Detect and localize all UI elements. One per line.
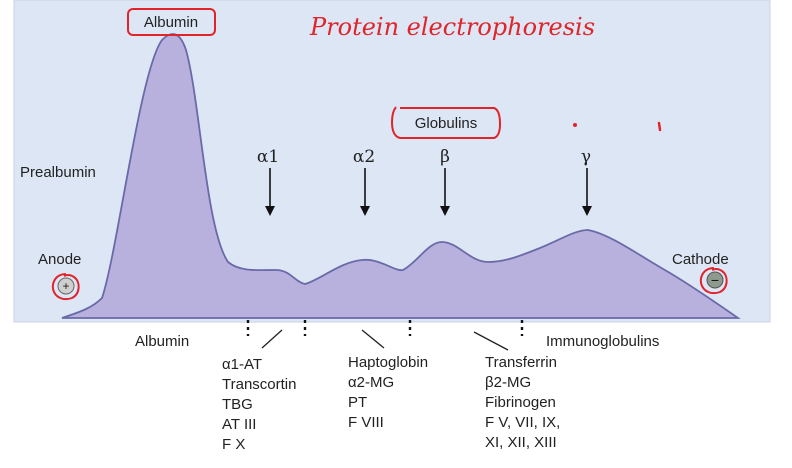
beta-protein-list: Transferrin β2-MG Fibrinogen F V, VII, I… (485, 354, 560, 451)
fraction-separators (246, 320, 524, 336)
gamma-arrow (582, 168, 592, 216)
alpha1-label: α1 (257, 147, 279, 167)
cathode-circle-annotation (699, 267, 728, 295)
cathode-sign-icon (706, 271, 724, 289)
list-item: β2-MG (485, 374, 531, 391)
list-item: α1-AT (222, 356, 262, 373)
list-item: α2-MG (348, 374, 394, 391)
albumin-peak-label: Albumin (144, 14, 198, 31)
prealbumin-label: Prealbumin (20, 164, 96, 181)
annotation-dot (573, 123, 577, 127)
anode-label: Anode (38, 251, 81, 268)
beta-arrow (440, 168, 450, 216)
list-item: F VIII (348, 414, 384, 431)
globulins-highlight-box (390, 106, 502, 139)
anode-sign: + (62, 279, 69, 293)
albumin-highlight-box (127, 8, 216, 36)
beta-label: β (440, 147, 450, 167)
list-item: TBG (222, 396, 253, 413)
anode-circle-annotation (51, 273, 80, 301)
alpha2-label: α2 (353, 147, 375, 167)
list-item: Fibrinogen (485, 394, 556, 411)
globulins-label: Globulins (415, 115, 478, 132)
alpha1-arrow (265, 168, 275, 216)
list-item: F V, VII, IX, (485, 414, 560, 431)
alpha2-arrow (360, 168, 370, 216)
alpha2-protein-list: Haptoglobin α2-MG PT F VIII (348, 354, 428, 431)
list-item: AT III (222, 416, 256, 433)
list-item: PT (348, 394, 367, 411)
albumin-fraction-label: Albumin (135, 333, 189, 350)
list-item: F X (222, 436, 245, 453)
cathode-sign: − (711, 272, 719, 288)
gamma-fraction-label: Immunoglobulins (546, 333, 659, 350)
annotation-mark (657, 121, 662, 132)
anode-sign-icon (57, 277, 75, 295)
alpha1-pointer (261, 329, 283, 349)
list-item: Haptoglobin (348, 354, 428, 371)
cathode-label: Cathode (672, 251, 729, 268)
list-item: Transcortin (222, 376, 296, 393)
alpha1-protein-list: α1-AT Transcortin TBG AT III F X (222, 356, 296, 453)
handwritten-title: Protein electrophoresis (309, 13, 595, 41)
gamma-label: γ (581, 147, 591, 167)
protein-curve (61, 33, 741, 319)
alpha2-pointer (361, 329, 385, 349)
list-item: Transferrin (485, 354, 557, 371)
beta-pointer (473, 331, 509, 351)
list-item: XI, XII, XIII (485, 434, 557, 451)
